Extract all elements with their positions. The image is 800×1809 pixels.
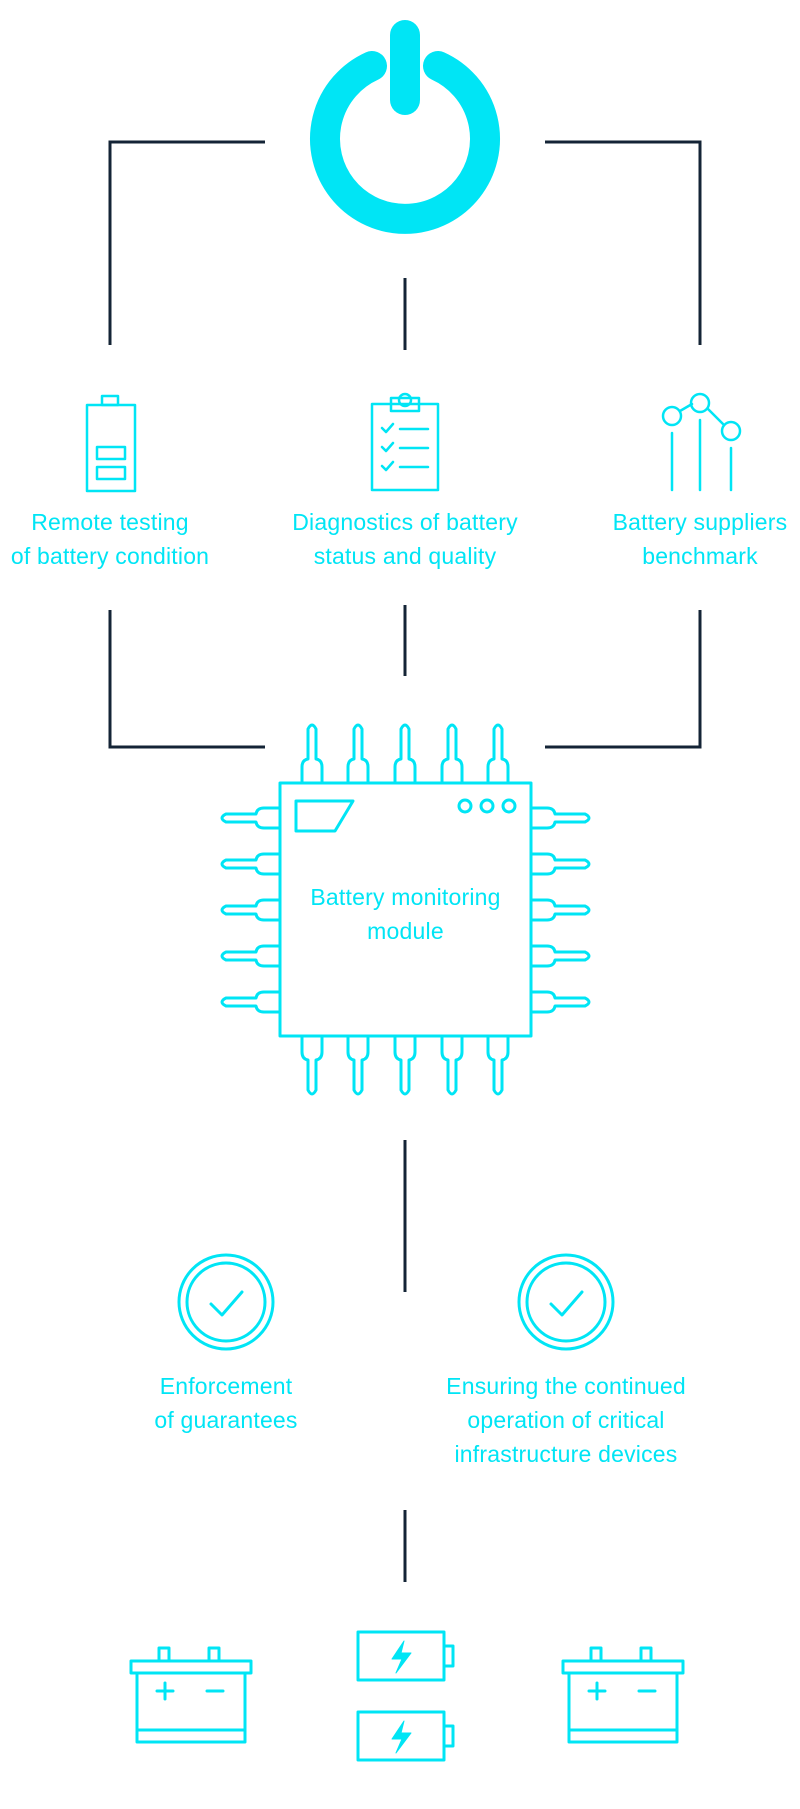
outcome-label-continued-operation: Ensuring the continued operation of crit…	[416, 1369, 716, 1471]
chip-pin-left	[220, 944, 280, 968]
power-icon	[310, 20, 500, 234]
benchmark-graph-icon	[661, 392, 742, 492]
chip-pin-left	[220, 990, 280, 1014]
feature-label-benchmark: Battery suppliers benchmark	[590, 505, 800, 573]
connector-top-left	[108, 140, 265, 345]
clipboard-checklist-icon	[370, 392, 440, 492]
chip-pin-top	[486, 723, 510, 783]
battery-level-icon	[85, 394, 137, 493]
car-battery-icon	[129, 1646, 253, 1744]
chip-pin-bottom	[346, 1036, 370, 1096]
feature-label-line: Remote testing	[31, 509, 189, 535]
outcome-label-guarantees: Enforcement of guarantees	[106, 1369, 346, 1437]
module-label-line: module	[367, 918, 444, 944]
connector-mid-left	[108, 610, 265, 749]
module-label: Battery monitoring module	[280, 880, 531, 948]
microchip-icon	[220, 723, 591, 1096]
outcome-label-line: Ensuring the continued	[446, 1373, 686, 1399]
feature-label-diagnostics: Diagnostics of battery status and qualit…	[270, 505, 540, 573]
connector-mid-right	[545, 610, 702, 749]
feature-label-line: Diagnostics of battery	[292, 509, 518, 535]
chip-notch	[294, 799, 355, 833]
feature-label-line: Battery suppliers	[612, 509, 788, 535]
outcome-label-line: infrastructure devices	[454, 1441, 678, 1467]
chip-pin-top	[346, 723, 370, 783]
outcome-label-line: Enforcement	[159, 1373, 293, 1399]
chip-pin-left	[220, 898, 280, 922]
feature-label-line: benchmark	[642, 543, 758, 569]
module-label-line: Battery monitoring	[310, 884, 501, 910]
chip-pin-left	[220, 852, 280, 876]
connector-top-right	[545, 140, 702, 345]
chip-pin-right	[531, 944, 591, 968]
charging-battery-icon	[356, 1710, 455, 1762]
chip-pin-top	[393, 723, 417, 783]
car-battery-icon	[561, 1646, 685, 1744]
chip-pin-right	[531, 898, 591, 922]
outcome-label-line: operation of critical	[467, 1407, 665, 1433]
chip-pin-bottom	[440, 1036, 464, 1096]
chip-pin-right	[531, 990, 591, 1014]
chip-pin-bottom	[300, 1036, 324, 1096]
chip-pin-top	[440, 723, 464, 783]
chip-pin-right	[531, 852, 591, 876]
feature-label-line: status and quality	[313, 543, 497, 569]
chip-pin-top	[300, 723, 324, 783]
chip-pin-bottom	[393, 1036, 417, 1096]
chip-pin-bottom	[486, 1036, 510, 1096]
connector-lines	[108, 140, 702, 1582]
check-circle-icon	[517, 1253, 615, 1351]
chip-body	[278, 781, 533, 1038]
check-circle-icon	[177, 1253, 275, 1351]
feature-label-line: of battery condition	[10, 543, 210, 569]
feature-label-remote-testing: Remote testing of battery condition	[0, 505, 230, 573]
chip-pins	[220, 723, 591, 1096]
chip-pin-left	[220, 806, 280, 830]
outcome-label-line: of guarantees	[154, 1407, 298, 1433]
charging-battery-icon	[356, 1630, 455, 1682]
chip-pin-right	[531, 806, 591, 830]
